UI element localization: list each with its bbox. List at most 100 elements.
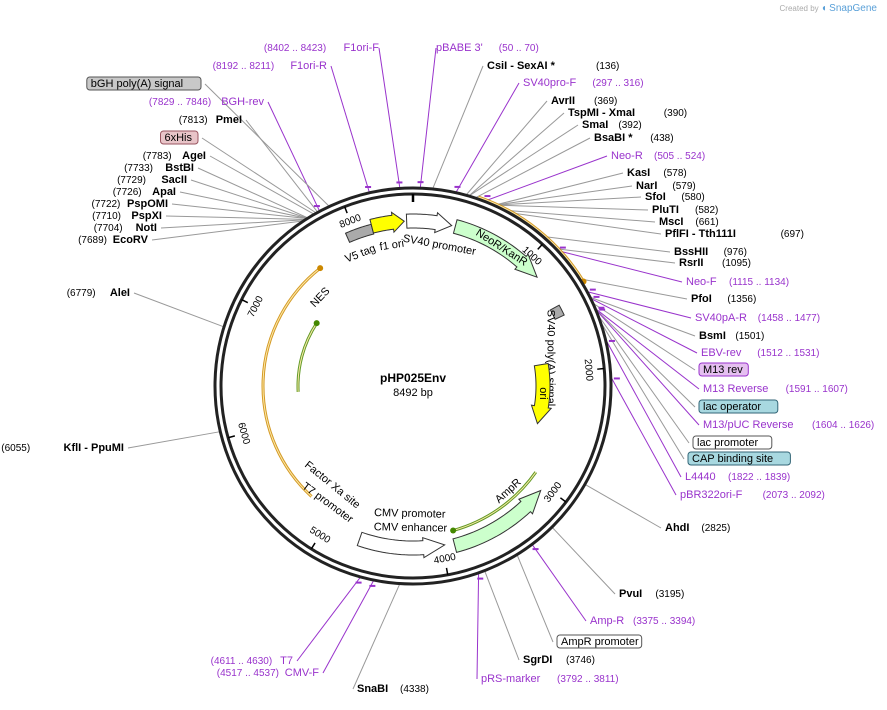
feature-box <box>698 362 749 377</box>
site-pfoi[interactable]: PfoI(1356) <box>691 293 756 305</box>
site-noti[interactable]: NotI(7704) <box>94 222 157 234</box>
site-bgh-poly-a-signal[interactable]: bGH poly(A) signal <box>86 76 202 91</box>
site-f1ori-r[interactable]: F1ori-R(8192 .. 8211) <box>213 60 327 72</box>
site-avrii[interactable]: AvrII(369) <box>551 95 617 107</box>
site-pbr322ori-f[interactable]: pBR322ori-F(2073 .. 2092) <box>680 489 825 501</box>
site-neo-r[interactable]: Neo-R(505 .. 524) <box>611 150 705 162</box>
tick-label: 5000 <box>307 525 332 546</box>
feature-sv40-poly-a-signal[interactable] <box>549 304 565 320</box>
site-lac-promoter[interactable]: lac promoter <box>692 435 773 450</box>
site-position: (1591 .. 1607) <box>786 384 848 395</box>
site-apai[interactable]: ApaI(7726) <box>113 186 176 198</box>
site-pvui[interactable]: PvuI(3195) <box>619 588 684 600</box>
site-prs-marker[interactable]: pRS-marker(3792 .. 3811) <box>481 673 619 685</box>
site-pspomi[interactable]: PspOMI (7722) <box>91 198 168 210</box>
site-f1ori-f[interactable]: F1ori-F(8402 .. 8423) <box>264 42 379 54</box>
site-name: RsrII <box>679 257 703 269</box>
site-name: Neo-F <box>686 276 717 288</box>
tick-mark <box>310 542 316 550</box>
site-rsrii[interactable]: RsrII (1095) <box>679 257 751 269</box>
site-lac-operator[interactable]: lac operator <box>698 399 779 414</box>
site-name: SacII <box>161 174 187 186</box>
site-kfli-ppumi[interactable]: KflI - PpuMI(6055) <box>1 442 124 454</box>
site-name: KasI <box>627 167 650 179</box>
feature-cmv-enhancer[interactable] <box>356 531 446 559</box>
site-bsmi[interactable]: BsmI(1501) <box>699 330 764 342</box>
site-pspxi[interactable]: PspXI(7710) <box>92 210 162 222</box>
site-cap-binding-site[interactable]: CAP binding site <box>687 451 791 466</box>
tick-mark <box>445 567 449 575</box>
feature-label-cmv-promoter: CMV promoter <box>374 507 446 521</box>
site-sgrdi[interactable]: SgrDI(3746) <box>523 654 595 666</box>
site-lines <box>127 47 700 690</box>
site-ecorv[interactable]: EcoRV(7689) <box>78 234 149 246</box>
feature-ampr[interactable] <box>452 489 542 554</box>
site-bstbi[interactable]: BstBI(7733) <box>124 162 194 174</box>
site-nari[interactable]: NarI(579) <box>636 180 696 192</box>
site-csii-sexai[interactable]: CsiI - SexAI *(136) <box>487 60 619 72</box>
site-l4440[interactable]: L4440(1822 .. 1839) <box>685 471 790 483</box>
site-bsshii[interactable]: BssHII(976) <box>674 246 747 258</box>
site-position: (8402 .. 8423) <box>264 43 326 54</box>
site-sv40pro-f[interactable]: SV40pro-F(297 .. 316) <box>523 77 644 89</box>
site-position: (7689) <box>78 235 107 246</box>
tick-label: 4000 <box>433 552 457 567</box>
site-t7[interactable]: T7(4611 .. 4630) <box>211 655 293 667</box>
site-name: PspXI <box>131 210 162 222</box>
feature-sv40-promoter[interactable] <box>405 211 453 234</box>
site-ahdi[interactable]: AhdI(2825) <box>665 522 730 534</box>
site-agei[interactable]: AgeI(7783) <box>143 150 206 162</box>
site-kasi[interactable]: KasI(578) <box>627 167 687 179</box>
site-m13-rev[interactable]: M13 rev <box>698 362 749 377</box>
site-cmv-f[interactable]: CMV-F(4517 .. 4537) <box>217 667 320 679</box>
site-connector <box>378 47 401 188</box>
feature-box-label: 6xHis <box>165 132 193 144</box>
site-pbabe-3[interactable]: pBABE 3'(50 .. 70) <box>436 42 539 54</box>
site-smai[interactable]: SmaI(392) <box>582 119 642 131</box>
snapgene-logo-icon: ◖ <box>820 3 827 14</box>
site-msci[interactable]: MscI(661) <box>659 216 719 228</box>
site-bgh-rev[interactable]: BGH-rev(7829 .. 7846) <box>149 96 265 108</box>
feature-label-v5-tag: V5 tag <box>343 243 377 266</box>
site-name: AleI <box>110 287 130 299</box>
site-position: (582) <box>695 205 718 216</box>
site-pflfi-tth111i[interactable]: PflFI - Tth111I(697) <box>665 228 804 240</box>
site-m13-reverse[interactable]: M13 Reverse(1591 .. 1607) <box>703 383 848 395</box>
site-tspmi-xmai[interactable]: TspMI - XmaI(390) <box>568 107 687 119</box>
feature-box <box>160 130 199 145</box>
feature-v5-tag[interactable] <box>344 223 375 244</box>
site-position: (697) <box>781 229 804 240</box>
site-name: AgeI <box>182 150 206 162</box>
site-m13-puc-reverse[interactable]: M13/pUC Reverse(1604 .. 1626) <box>703 419 874 431</box>
site-position: (7813) <box>179 115 208 126</box>
site-alei[interactable]: AleI (6779) <box>67 287 130 299</box>
site-connector <box>197 167 308 219</box>
site-bsabi[interactable]: BsaBI *(438) <box>594 132 674 144</box>
site-position: (1095) <box>722 258 751 269</box>
site-6xhis[interactable]: 6xHis <box>160 130 199 145</box>
site-connector <box>591 297 696 337</box>
site-name: EBV-rev <box>701 347 742 359</box>
site-sv40pa-r[interactable]: SV40pA-R(1458 .. 1477) <box>695 312 820 324</box>
site-name: MscI <box>659 216 683 228</box>
site-position: (6779) <box>67 288 96 299</box>
site-sacii[interactable]: SacII(7729) <box>117 174 187 186</box>
feature-neor-kanr[interactable] <box>452 219 538 279</box>
site-pluti[interactable]: PluTI (582) <box>652 204 718 216</box>
site-name: PspOMI <box>127 198 168 210</box>
feature-ori[interactable] <box>530 362 553 425</box>
site-name: KflI - PpuMI <box>64 442 125 454</box>
site-sfoi[interactable]: SfoI(580) <box>645 191 705 203</box>
site-name: PluTI <box>652 204 679 216</box>
site-ebv-rev[interactable]: EBV-rev(1512 .. 1531) <box>701 347 819 359</box>
site-connector <box>588 291 692 319</box>
site-amp-r[interactable]: Amp-R(3375 .. 3394) <box>590 615 695 627</box>
site-position: (7722) <box>91 199 120 210</box>
site-ampr-promoter[interactable]: AmpR promoter <box>556 634 643 649</box>
site-snabi[interactable]: SnaBI(4338) <box>357 683 429 695</box>
site-neo-f[interactable]: Neo-F(1115 .. 1134) <box>686 276 789 288</box>
outer-arrow-highlight <box>297 322 318 392</box>
site-connector <box>606 341 682 478</box>
site-pmei[interactable]: PmeI(7813) <box>179 114 242 126</box>
feature-f1-ori[interactable] <box>369 211 405 234</box>
